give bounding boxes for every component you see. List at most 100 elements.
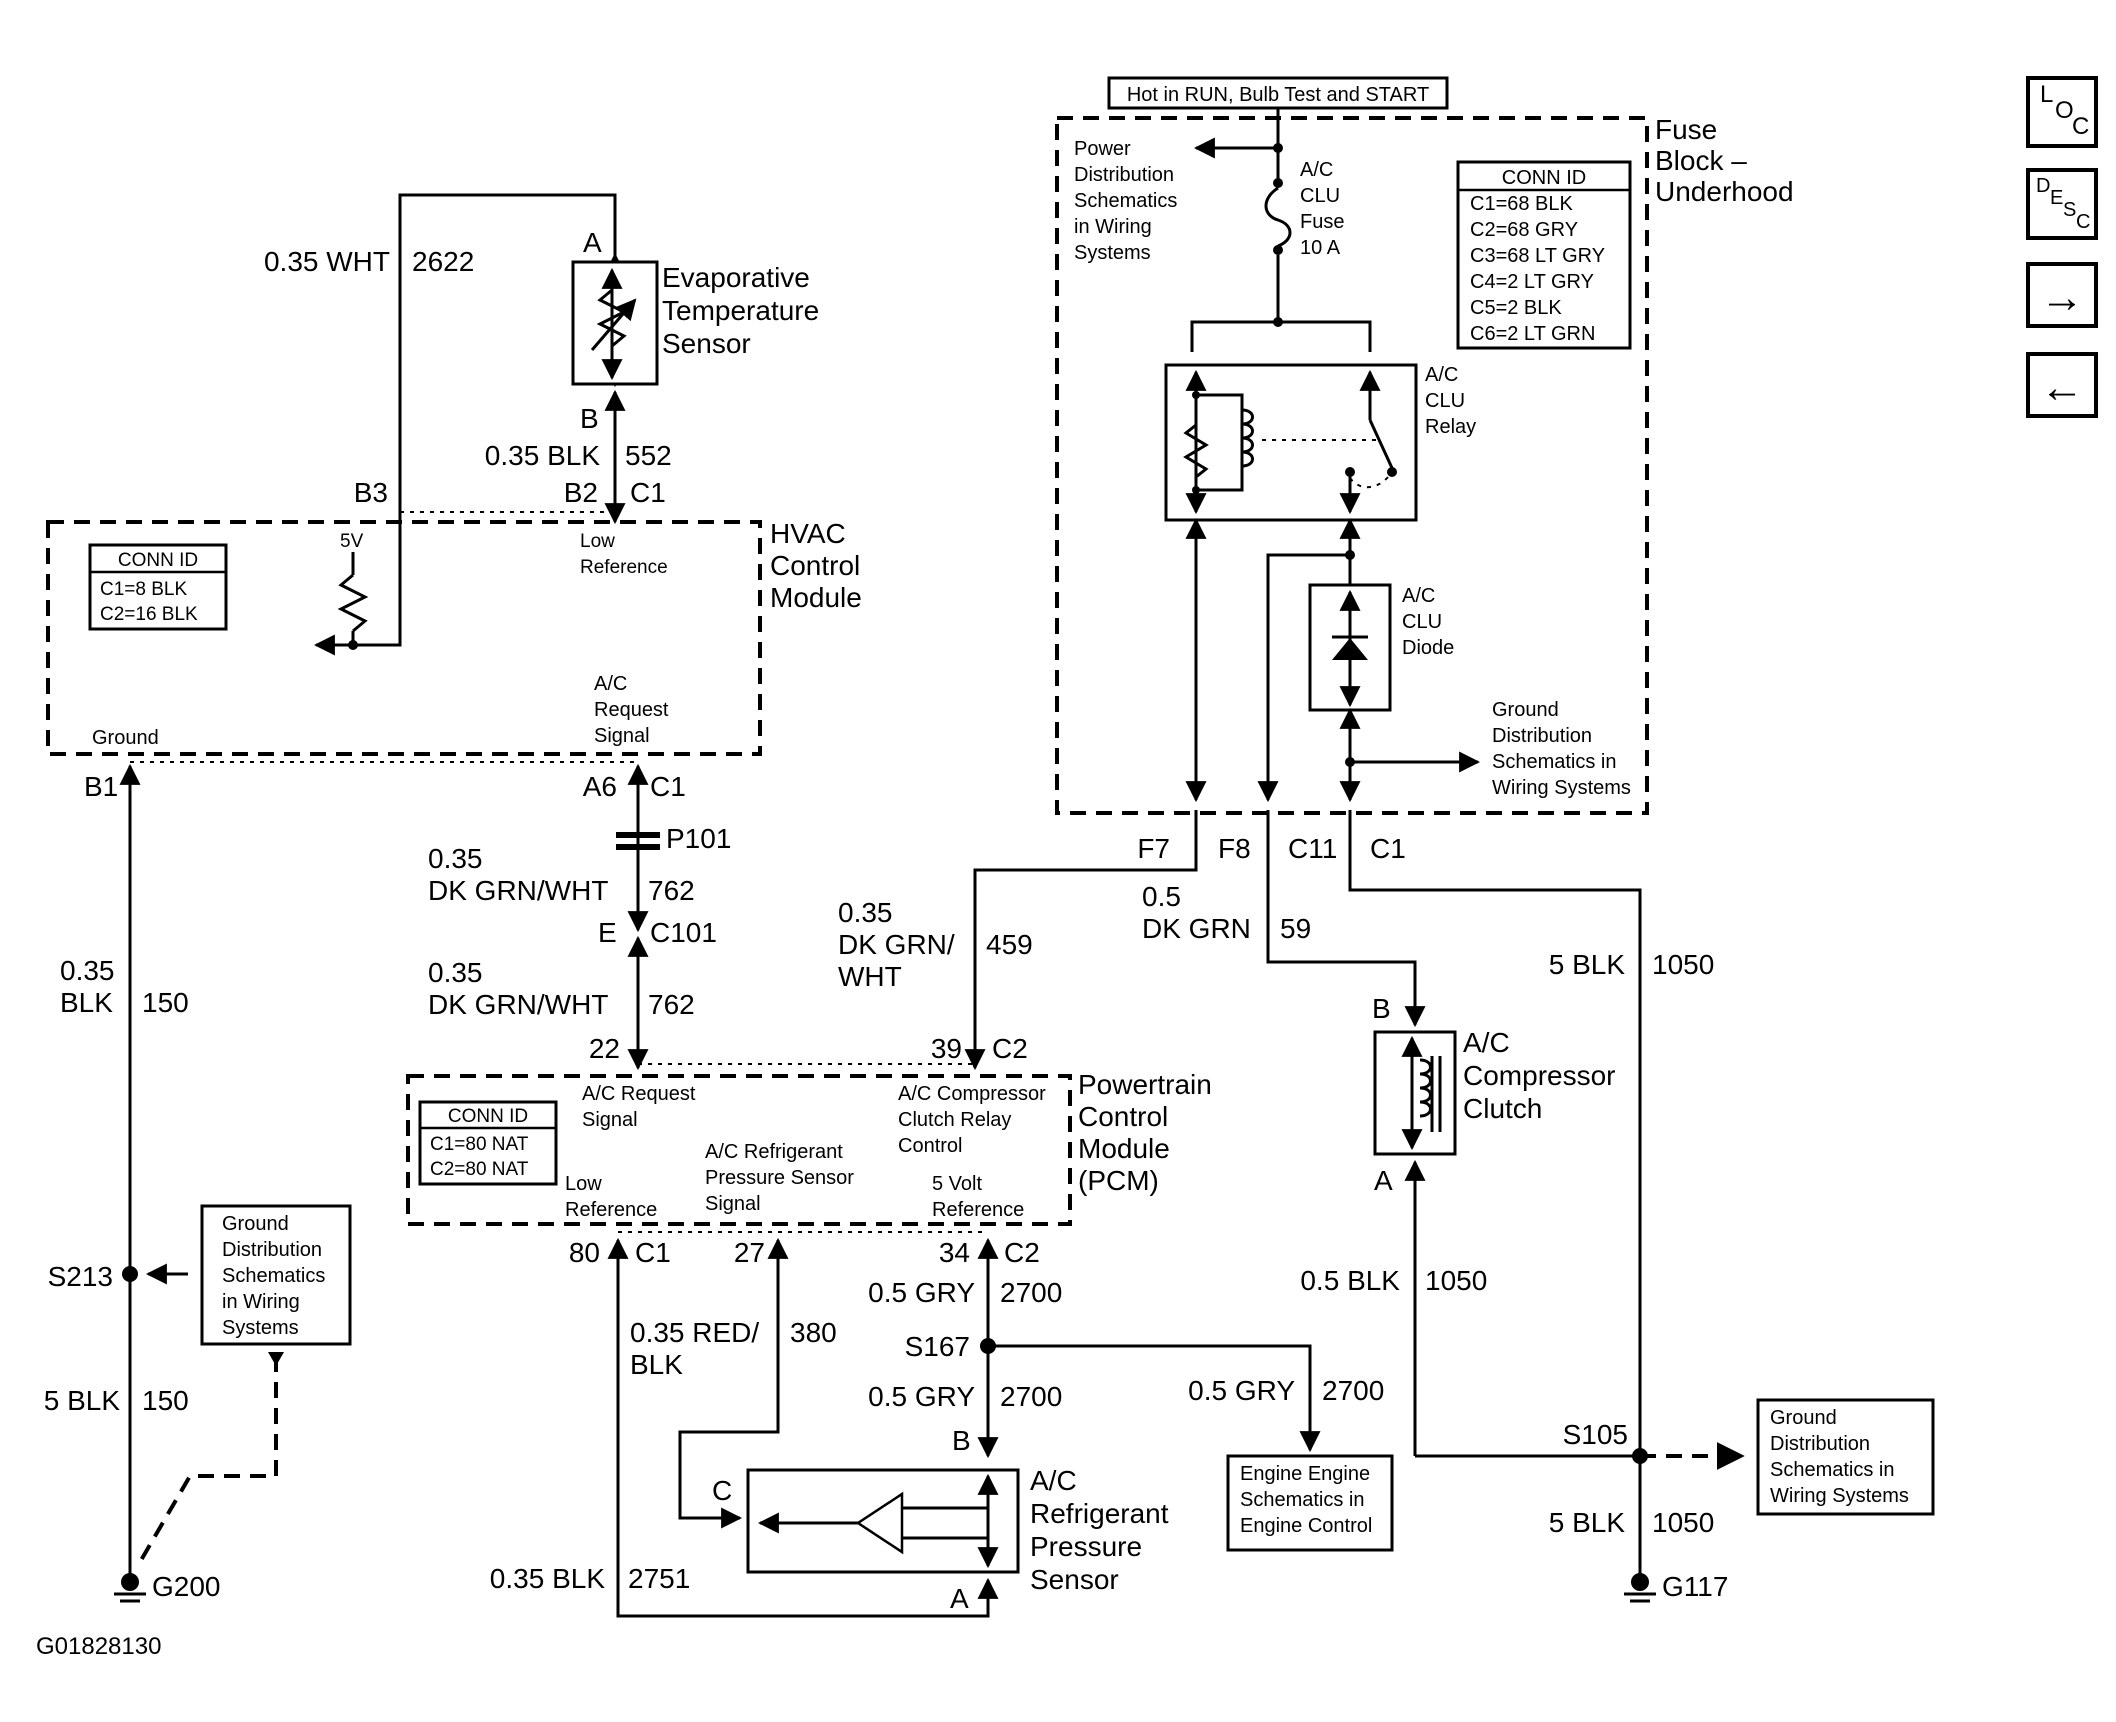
- ground-distribution-ref-right: Ground Distribution Schematics in Wiring…: [1770, 1407, 1909, 1507]
- wire-gauge: 5 BLK: [1549, 1507, 1626, 1538]
- pcm-low-reference: Low Reference: [565, 1173, 657, 1221]
- compressor-clutch-label: A/C Compressor Clutch: [1463, 1027, 1623, 1124]
- fuse-ground-distribution-ref: Ground Distribution Schematics in Wiring…: [1492, 699, 1631, 799]
- pcm-outline: [406, 1074, 1072, 1226]
- wire-gauge: 0.35 DK GRN/ WHT: [838, 897, 962, 992]
- desc-button[interactable]: D E S C: [2026, 168, 2098, 240]
- relay-coil-icon: [1241, 408, 1254, 468]
- pin-c: C: [712, 1475, 732, 1506]
- c101-label: C101: [650, 917, 717, 948]
- wire-circuit: 59: [1280, 913, 1311, 944]
- back-button[interactable]: ←: [2026, 352, 2098, 418]
- ac-refrigerant-pressure-sensor: [746, 1468, 1020, 1574]
- figure-id: G01828130: [36, 1633, 161, 1660]
- conn-id-header: CONN ID: [448, 1106, 528, 1127]
- s213-label: S213: [48, 1261, 113, 1292]
- wire-circuit: 2700: [1000, 1277, 1062, 1308]
- pin-f7: F7: [1137, 833, 1170, 864]
- wire-gauge: 0.35 BLK: [485, 440, 601, 471]
- pin-c2: C2: [992, 1033, 1028, 1064]
- pin-39: 39: [931, 1033, 962, 1064]
- wire-gauge: 5 BLK: [44, 1385, 121, 1416]
- relay-resistor-icon: [1183, 423, 1209, 479]
- ground-circuit-1050: 5 BLK 1050 S105 Ground Distribution Sche…: [1348, 810, 1935, 1603]
- arrow-left-icon: ←: [2040, 363, 2084, 412]
- hvac-ground-circuit-150: 0.35 BLK 150 S213 Ground Distribution Sc…: [44, 763, 352, 1603]
- pin-a: A: [950, 1583, 969, 1614]
- conn-id-row: C1=80 NAT: [430, 1134, 529, 1155]
- hvac-title: HVAC Control Module: [770, 518, 868, 613]
- hvac-conn-id: CONN ID C1=8 BLK C2=16 BLK: [88, 543, 228, 631]
- wire-gauge: 0.35 BLK: [490, 1563, 606, 1594]
- forward-button[interactable]: →: [2026, 262, 2098, 328]
- svg-text:E: E: [2050, 187, 2063, 209]
- fuse-icon: [1264, 186, 1292, 248]
- loc-button[interactable]: L O C: [2026, 76, 2098, 148]
- fuse-block-conn-id: CONN ID C1=68 BLK C2=68 GRY C3=68 LT GRY…: [1456, 160, 1632, 350]
- s213-splice: [122, 1266, 138, 1282]
- pin-b1: B1: [84, 771, 118, 802]
- wire-circuit: 552: [625, 440, 672, 471]
- ac-compressor-clutch: [1373, 1030, 1457, 1156]
- wire-circuit: 762: [648, 989, 695, 1020]
- conn-id-row: C1=8 BLK: [100, 579, 187, 600]
- conn-id-row: C6=2 LT GRN: [1470, 323, 1595, 345]
- conn-id-header: CONN ID: [118, 550, 198, 571]
- ac-clu-relay-label: A/C CLU Relay: [1425, 364, 1476, 438]
- wire-circuit: 2751: [628, 1563, 690, 1594]
- p101-passthrough-icon: [616, 832, 660, 838]
- conn-id-row: C4=2 LT GRY: [1470, 271, 1594, 293]
- wire-gauge: 0.35 DK GRN/WHT: [428, 957, 608, 1020]
- svg-text:S: S: [2063, 199, 2076, 221]
- g200-label: G200: [152, 1571, 221, 1602]
- pin-c1: C1: [630, 477, 666, 508]
- wire-gauge: 0.35 WHT: [264, 246, 390, 277]
- s105-label: S105: [1563, 1419, 1628, 1450]
- wire-circuit: 150: [142, 1385, 189, 1416]
- ac-request-signal-circuit: P101 0.35 DK GRN/WHT 762 E C101 0.35 DK …: [428, 763, 731, 1071]
- power-distribution-ref: Power Distribution Schematics in Wiring …: [1074, 138, 1183, 264]
- hvac-ground-label: Ground: [92, 727, 159, 749]
- ac-clu-diode-label: A/C CLU Diode: [1402, 585, 1454, 659]
- wire-gauge: 0.5 BLK: [1300, 1265, 1400, 1296]
- powertrain-control-module: 22 39 C2 Powertrain Control Module (PCM)…: [406, 1033, 1220, 1268]
- wire-circuit: 2700: [1000, 1381, 1062, 1412]
- pin-34: 34: [939, 1237, 970, 1268]
- compressor-relay-control-circuit: 0.35 DK GRN/ WHT 459: [838, 810, 1198, 1071]
- pin-80: 80: [569, 1237, 600, 1268]
- wire-gauge: 0.35 DK GRN/WHT: [428, 843, 608, 906]
- hot-in-run-label: Hot in RUN, Bulb Test and START: [1127, 84, 1429, 106]
- pressure-sensor-label: A/C Refrigerant Pressure Sensor: [1030, 1465, 1176, 1595]
- thermistor-icon: [596, 288, 628, 348]
- hvac-ac-request-signal: A/C Request Signal: [594, 673, 674, 747]
- evaporative-sensor-label: Evaporative Temperature Sensor: [662, 262, 827, 359]
- wire-circuit: 1050: [1652, 1507, 1714, 1538]
- wire-gauge: 0.5 DK GRN: [1142, 881, 1251, 944]
- pcm-title: Powertrain Control Module (PCM): [1078, 1069, 1220, 1196]
- hvac-control-module: HVAC Control Module B3 B2 C1 CONN ID C1=…: [46, 477, 868, 802]
- pin-a: A: [583, 227, 602, 258]
- wire-gauge: 0.5 GRY: [1188, 1375, 1295, 1406]
- s167-label: S167: [905, 1331, 970, 1362]
- wire-circuit: 2700: [1322, 1375, 1384, 1406]
- wire-circuit: 150: [142, 987, 189, 1018]
- fuse-block-outline: [1055, 116, 1649, 815]
- fuse-block-underhood: Fuse Block – Underhood Hot in RUN, Bulb …: [1055, 76, 1794, 864]
- wire-gauge: 0.35 RED/ BLK: [630, 1317, 767, 1380]
- wire-gauge: 0.5 GRY: [868, 1381, 975, 1412]
- wire-gauge: 5 BLK: [1549, 949, 1626, 980]
- evaporative-temperature-sensor: 0.35 WHT 2622 A Evaporative Temperature …: [264, 193, 827, 525]
- g117-ground-icon: [1624, 1573, 1656, 1603]
- conn-id-row: C2=16 BLK: [100, 604, 198, 625]
- pin-c1: C1: [635, 1237, 671, 1268]
- clutch-coil-icon: [1419, 1058, 1432, 1118]
- wire-circuit: 762: [648, 875, 695, 906]
- diode-icon: [1332, 638, 1368, 660]
- relay-switch-icon: [1368, 419, 1394, 469]
- wire-circuit: 1050: [1652, 949, 1714, 980]
- pcm-conn-id: CONN ID C1=80 NAT C2=80 NAT: [418, 1100, 558, 1186]
- pin-a: A: [1374, 1165, 1393, 1196]
- ac-clu-fuse-label: A/C CLU Fuse 10 A: [1300, 159, 1350, 259]
- ground-distribution-ref-left: Ground Distribution Schematics in Wiring…: [222, 1213, 331, 1339]
- conn-id-row: C3=68 LT GRY: [1470, 245, 1605, 267]
